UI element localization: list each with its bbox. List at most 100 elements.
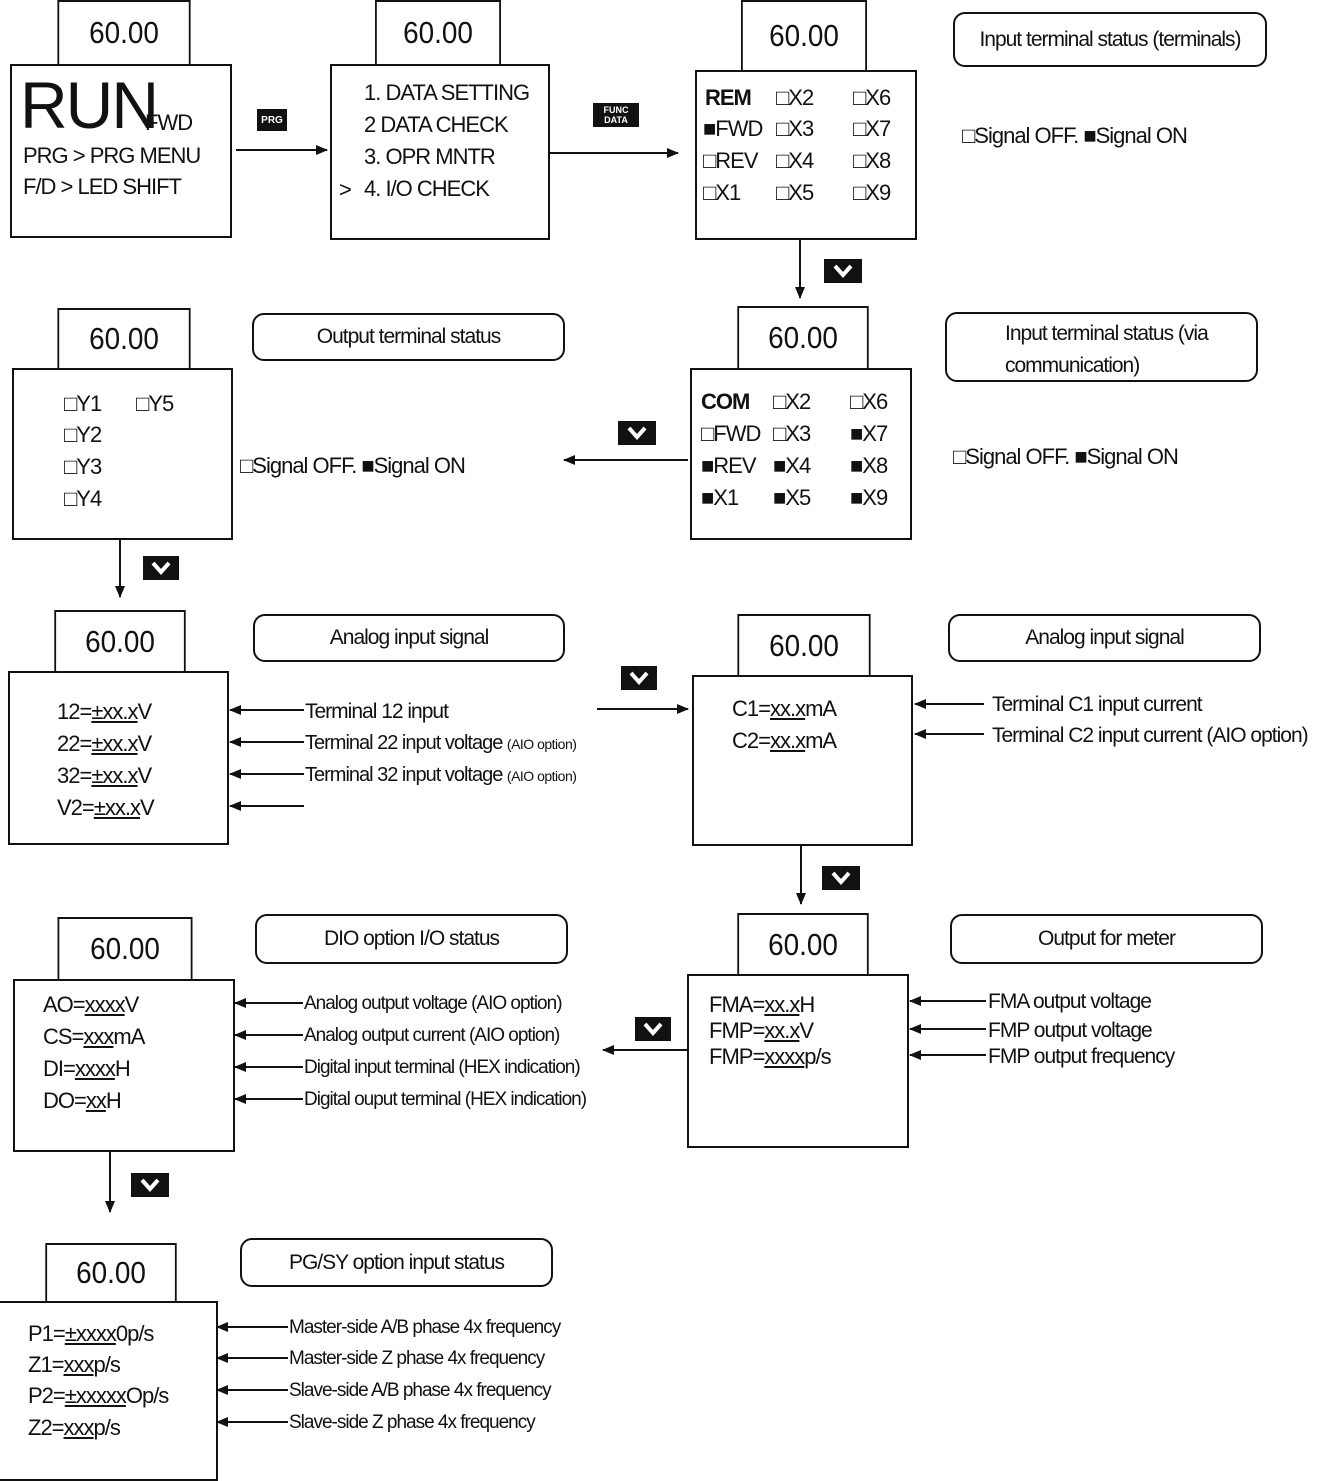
down-chevron-icon [831,871,851,885]
row-unit: Op/s [125,1383,169,1408]
lcd-pg-panel [0,1301,218,1481]
row-unit: mA [113,1024,145,1049]
note-terminal-22: Terminal 22 input voltage (AIO option) [305,733,577,753]
down-key-icon [822,866,860,890]
led-display: 60.00 [737,306,869,370]
input-communication-label-line1: Input terminal status (via [1005,322,1209,345]
note-terminal-32: Terminal 32 input voltage (AIO option) [305,765,577,785]
analog-row-12: 12=±xx.xV [57,699,153,724]
note-slave-z: Slave-side Z phase 4x frequency [289,1412,536,1433]
row-unit: p/s [804,1044,831,1069]
row-unit: 0p/s [115,1321,155,1346]
output-status-label: Output terminal status [252,313,565,361]
row-unit: H [114,1056,131,1081]
terminal-x8: ■X8 [850,453,888,478]
row-value: ±xx.x [91,699,138,724]
signal-legend: □Signal OFF. ■Signal ON [962,123,1188,148]
lcd-input-rem-panel [695,70,917,240]
note-terminal-c1: Terminal C1 input current [992,693,1203,716]
down-chevron-icon [833,264,853,278]
row-value: xx.x [769,696,806,721]
terminal-x2: □X2 [773,389,811,414]
led-shift-hint: F/D > LED SHIFT [23,174,182,199]
row-value: xx [85,1088,107,1113]
down-chevron-icon [627,426,647,440]
meter-row-fma: FMA=xx.xH [709,992,815,1017]
row-unit: V [137,699,153,724]
note-master-z: Master-side Z phase 4x frequency [289,1348,545,1369]
lcd-run-panel [10,64,232,238]
terminal-x4: □X4 [776,148,814,173]
lcd-dio-panel [13,979,235,1152]
prg-menu-hint: PRG > PRG MENU [23,143,201,168]
row-unit: V [124,992,140,1017]
terminal-rev: ■REV [701,453,757,478]
row-prefix: FMA= [709,992,765,1017]
pg-status-label: PG/SY option input status [240,1238,553,1287]
terminal-rev: □REV [703,148,759,173]
func-data-key-icon: FUNC DATA [593,103,639,127]
note-option: (AIO option) [506,736,577,752]
down-chevron-icon [140,1178,160,1192]
analog-input-label: Analog input signal [253,614,565,662]
led-display: 60.00 [57,308,191,370]
lcd-meter-panel [687,974,909,1148]
led-display: 60.00 [45,1243,177,1303]
analog-input-label-text: Analog input signal [1025,626,1184,649]
terminal-y2: □Y2 [64,422,102,447]
row-prefix: DO= [43,1088,87,1113]
row-prefix: P2= [28,1383,66,1408]
terminal-x5: ■X5 [773,485,811,510]
row-prefix: 22= [57,731,92,756]
dio-row-do: DO=xxH [43,1088,122,1113]
prg-key-label: PRG [261,114,283,126]
data-label: DATA [604,115,628,125]
pg-row-z2: Z2=xxxp/s [28,1415,121,1440]
row-value: ±xx.x [91,731,138,756]
terminal-x2: □X2 [776,85,814,110]
led-display: 60.00 [741,0,867,72]
note-fma-voltage: FMA output voltage [988,990,1152,1013]
input-communication-label-line2: communication) [1005,354,1140,377]
note-slave-ab: Slave-side A/B phase 4x frequency [289,1380,552,1401]
menu-item-opr-mntr[interactable]: 3. OPR MNTR [364,144,496,169]
row-unit: H [105,1088,122,1113]
row-prefix: FMP= [709,1044,765,1069]
row-prefix: FMP= [709,1018,765,1043]
down-chevron-icon [151,561,171,575]
analog-row-v2: V2=±xx.xV [57,797,155,819]
down-key-icon [621,666,657,690]
row-value: xx.x [764,992,800,1017]
row-value: xxx [63,1415,95,1440]
note-digital-output: Digital ouput terminal (HEX indication) [304,1089,587,1110]
rem-label: REM [705,85,752,110]
signal-legend: □Signal OFF. ■Signal ON [240,453,466,478]
menu-item-data-check[interactable]: 2 DATA CHECK [364,112,509,137]
terminal-y5: □Y5 [136,391,174,416]
led-display: 60.00 [57,0,191,66]
menu-item-io-check[interactable]: 4. I/O CHECK [364,176,490,201]
terminal-x9: □X9 [853,180,891,205]
input-terminals-label: Input terminal status (terminals) [953,12,1267,67]
analog-row-22: 22=±xx.xV [57,731,153,756]
row-value: xxxx [74,1056,116,1081]
note-terminal-c2: Terminal C2 input current (AIO option) [992,724,1309,747]
analog-row-c2: C2=xx.xmA [732,728,837,753]
down-key-icon [143,556,179,580]
row-unit: p/s [93,1415,121,1440]
led-display: 60.00 [737,913,869,976]
func-label: FUNC [603,105,629,115]
row-prefix: AO= [43,992,86,1017]
terminal-x7: □X7 [853,116,891,141]
row-unit: mA [805,728,837,753]
row-unit: mA [805,696,837,721]
row-prefix: 12= [57,699,92,724]
terminal-x5: □X5 [776,180,814,205]
analog-input-label-text: Analog input signal [329,626,489,649]
dio-row-di: DI=xxxxH [43,1056,131,1081]
menu-item-data-setting[interactable]: 1. DATA SETTING [364,80,530,105]
row-unit: V [137,731,153,756]
dio-row-ao: AO=xxxxV [43,992,140,1017]
row-prefix: 32= [57,763,92,788]
dio-status-label: DIO option I/O status [255,914,568,964]
